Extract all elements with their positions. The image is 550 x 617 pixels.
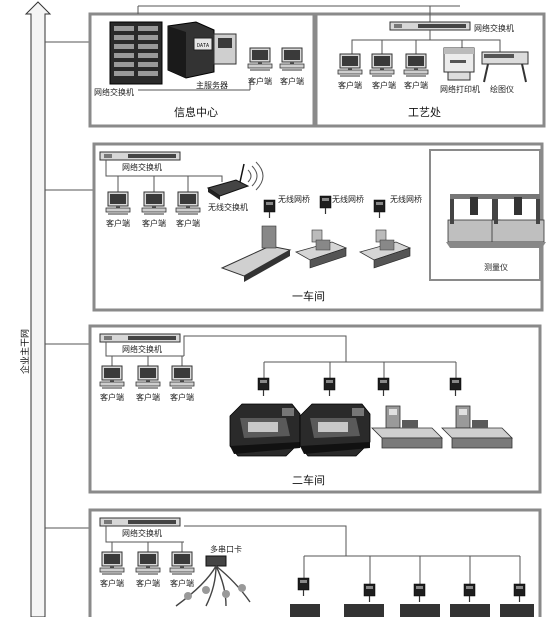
bridge-label: 无线网桥 [390,194,422,204]
backbone-label: 企业主干网 [19,329,31,374]
client-computer-icon [369,53,395,78]
printer-label: 网络打印机 [440,84,480,94]
client-label: 客户端 [280,76,304,86]
server-screen-text: DATA [197,43,209,49]
network-switch-icon [99,517,181,527]
zone-process-dept: 网络交换机 客户端 客户端 客户端 网络打印机 绘图仪 工艺 [314,6,546,128]
client-label: 客户端 [136,392,160,402]
plotter-icon [481,51,529,83]
client-computer-icon [175,191,201,216]
switch-label: 网络交换机 [122,344,162,354]
multi-serial-card-icon [175,555,251,607]
network-printer-icon [443,47,475,81]
wireless-switch-label: 无线交换机 [208,202,248,212]
client-computer-icon [99,551,125,576]
main-server-label: 主服务器 [196,80,228,90]
machining-center-icon [299,403,371,457]
client-computer-icon [247,47,273,72]
client-computer-icon [169,551,195,576]
client-label: 客户端 [142,218,166,228]
network-switch-icon [99,151,181,161]
client-computer-icon [135,551,161,576]
zone-title: 二车间 [292,473,325,487]
client-computer-icon [99,365,125,390]
client-label: 客户端 [170,392,194,402]
backbone: 企业主干网 [19,1,52,617]
zone-title: 一车间 [292,289,325,303]
switch-label: 网络交换机 [474,23,514,33]
wireless-switch-icon [206,161,264,200]
switch-label: 网络交换机 [122,528,162,538]
machine-row-icon [290,604,534,617]
switch-label: 网络交换机 [122,162,162,172]
client-label: 客户端 [100,578,124,588]
client-label: 客户端 [100,392,124,402]
client-computer-icon [279,47,305,72]
plotter-label: 绘图仪 [490,84,514,94]
serial-card-label: 多串口卡 [210,544,242,554]
zone-workshop-3: 网络交换机 客户端 客户端 客户端 多串口卡 [88,508,542,617]
zone-frame [88,508,542,617]
client-computer-icon [337,53,363,78]
client-computer-icon [105,191,131,216]
client-label: 客户端 [248,76,272,86]
network-switch-rack-icon [109,21,163,85]
client-label: 客户端 [106,218,130,228]
cnc-bed-machine-icon [220,225,292,282]
bridge-label: 无线网桥 [278,194,310,204]
zone-workshop-2: 网络交换机 客户端 客户端 客户端 二车间 [88,324,542,494]
client-label: 客户端 [176,218,200,228]
zone-workshop-1: 网络交换机 客户端 客户端 客户端 无线交换机 无线网桥 无线网桥 无线网桥 [92,142,547,312]
client-label: 客户端 [404,80,428,90]
client-computer-icon [141,191,167,216]
measuring-label: 测量仪 [484,263,508,272]
main-server-icon: DATA [167,21,237,79]
switch-label: 网络交换机 [94,87,134,97]
zone-frame [314,12,546,128]
client-computer-icon [169,365,195,390]
machining-center-icon [229,403,301,457]
zone-info-center: 网络交换机 DATA 主服务器 客户端 客户端 信息中心 [88,5,460,128]
zone-title: 信息中心 [174,105,218,119]
backbone-arrow [24,1,52,617]
zone-title: 工艺处 [408,106,441,119]
client-computer-icon [135,365,161,390]
bridge-label: 无线网桥 [332,194,364,204]
client-label: 客户端 [338,80,362,90]
client-label: 客户端 [170,578,194,588]
client-label: 客户端 [136,578,160,588]
client-computer-icon [403,53,429,78]
network-switch-icon [389,21,471,31]
client-label: 客户端 [372,80,396,90]
network-switch-icon [99,333,181,343]
